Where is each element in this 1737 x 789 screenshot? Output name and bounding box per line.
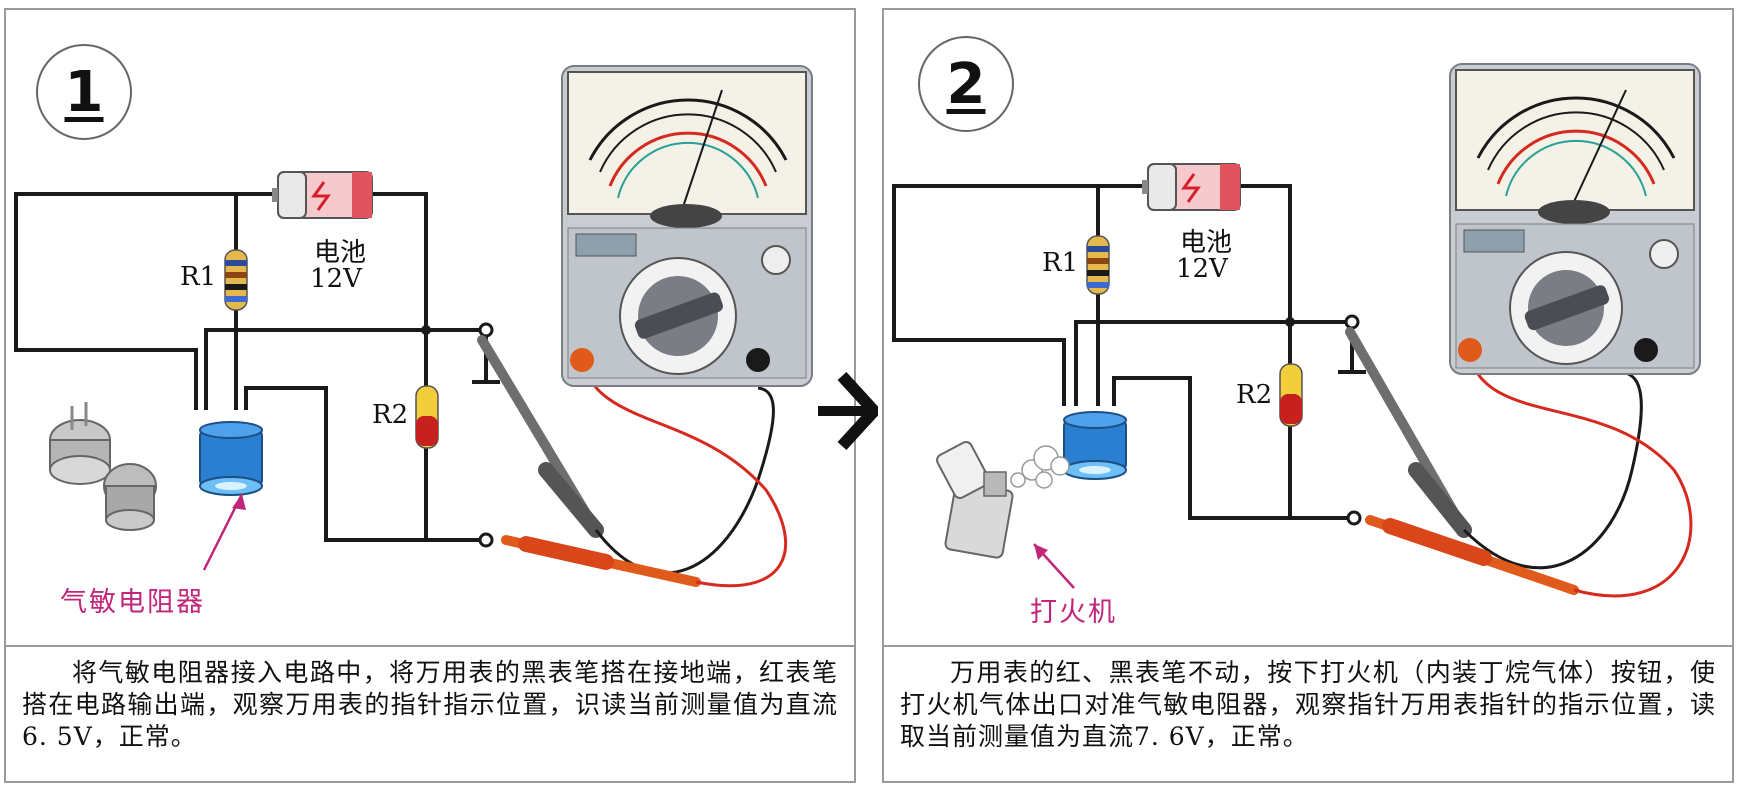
- pointer-arrow: [1033, 543, 1075, 589]
- multimeter-icon: [1449, 63, 1701, 375]
- component-label: 气敏电阻器: [60, 587, 205, 618]
- r2-label: R2: [372, 400, 409, 430]
- multimeter-icon: [561, 65, 813, 387]
- r1-label: R1: [1042, 248, 1079, 278]
- step-number-badge: 1: [36, 44, 132, 140]
- battery-voltage: 12V: [1176, 254, 1228, 284]
- step-caption: 将气敏电阻器接入电路中，将万用表的黑表笔搭在接地端，红表笔搭在电路输出端，观察万…: [6, 645, 854, 781]
- battery-voltage: 12V: [310, 264, 362, 294]
- arrow-right-icon: [818, 371, 878, 451]
- step-number-badge: 2: [918, 36, 1014, 132]
- r2-label: R2: [1236, 380, 1273, 410]
- gas-sensor-icon: [49, 402, 157, 531]
- resistor-icon: [224, 249, 248, 311]
- probe-icon: [1365, 349, 1693, 598]
- battery-label: 电池: [314, 238, 367, 268]
- resistor-icon: [1279, 363, 1303, 427]
- circuit-diagram-2: [892, 63, 1701, 598]
- battery-icon: [272, 171, 373, 219]
- gas-sensor-icon: [1063, 411, 1127, 480]
- resistor-icon: [415, 385, 439, 449]
- step-panel-1: 1 电池 12V R1 R2 气敏电阻器 将气敏电阻器接入电路中，将万用表的黑表…: [4, 8, 856, 783]
- pointer-arrow: [202, 493, 246, 571]
- step-panel-2: 2 电池 12V R1 R2 打火机 万用表的红、黑表笔不动，按下打火机（内装丁…: [882, 8, 1734, 783]
- component-label: 打火机: [1030, 597, 1117, 628]
- r1-label: R1: [180, 262, 217, 292]
- probe-icon: [501, 355, 788, 588]
- gas-smoke: [1010, 445, 1070, 489]
- lighter-icon: [936, 441, 1014, 559]
- circuit-diagram-1: [14, 65, 813, 588]
- gas-sensor-icon: [199, 421, 263, 496]
- resistor-icon: [1086, 235, 1110, 295]
- step-caption: 万用表的红、黑表笔不动，按下打火机（内装丁烷气体）按钮，使打火机气体出口对准气敏…: [884, 645, 1732, 781]
- probe-icon: [1345, 327, 1643, 570]
- battery-label: 电池: [1180, 228, 1233, 258]
- battery-icon: [1142, 163, 1241, 211]
